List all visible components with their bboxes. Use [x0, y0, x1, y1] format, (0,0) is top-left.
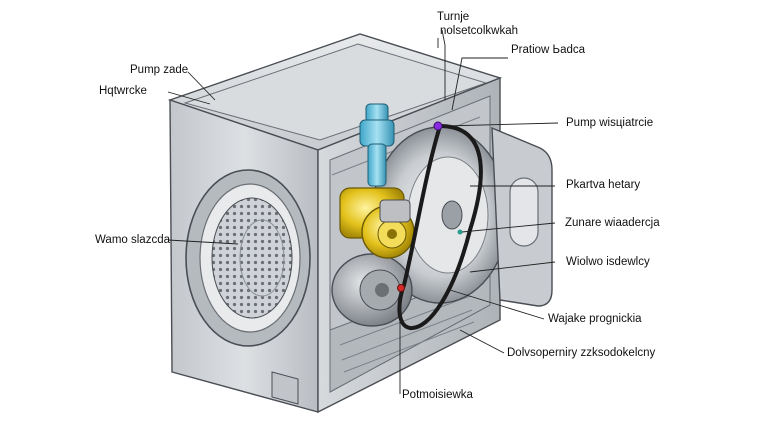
label-potmo: Potmoisiewka — [402, 389, 473, 401]
rear-tub — [371, 126, 509, 304]
inlet-valve — [359, 103, 395, 187]
leader-lines — [167, 29, 559, 394]
motor — [331, 253, 413, 327]
label-nolsetcolkwkah: nolsetcolkwkah — [440, 25, 518, 37]
label-pratiow: Pratiow Ьadca — [511, 44, 586, 56]
door-icon — [185, 169, 311, 347]
label-pump-wis: Pump wisцiatrcie — [566, 117, 654, 129]
label-dolvso: Dolvsoperniry zzksodokelcny — [507, 347, 656, 359]
label-hqtwrcke: Hqtwrcke — [99, 85, 147, 97]
pump — [339, 187, 415, 259]
drum-perforated — [211, 197, 293, 319]
service-hatch — [271, 371, 299, 405]
heater-housing — [491, 126, 553, 307]
label-pump-zade: Pump zade — [130, 64, 189, 76]
marker-red — [397, 284, 405, 292]
label-pkartva: Pkartva hetary — [566, 179, 641, 191]
drive-belt — [397, 123, 483, 331]
label-wiolwo: Wiolwo isdewlcy — [566, 256, 650, 268]
label-turnje: Turnje — [437, 11, 470, 23]
marker-purple — [433, 121, 443, 131]
label-wajake: Wajake prognickia — [548, 313, 642, 325]
label-wamo: Wamo slazcda — [95, 234, 170, 246]
label-zunare: Zunare wiaadercja — [565, 217, 660, 229]
marker-teal — [457, 229, 463, 235]
